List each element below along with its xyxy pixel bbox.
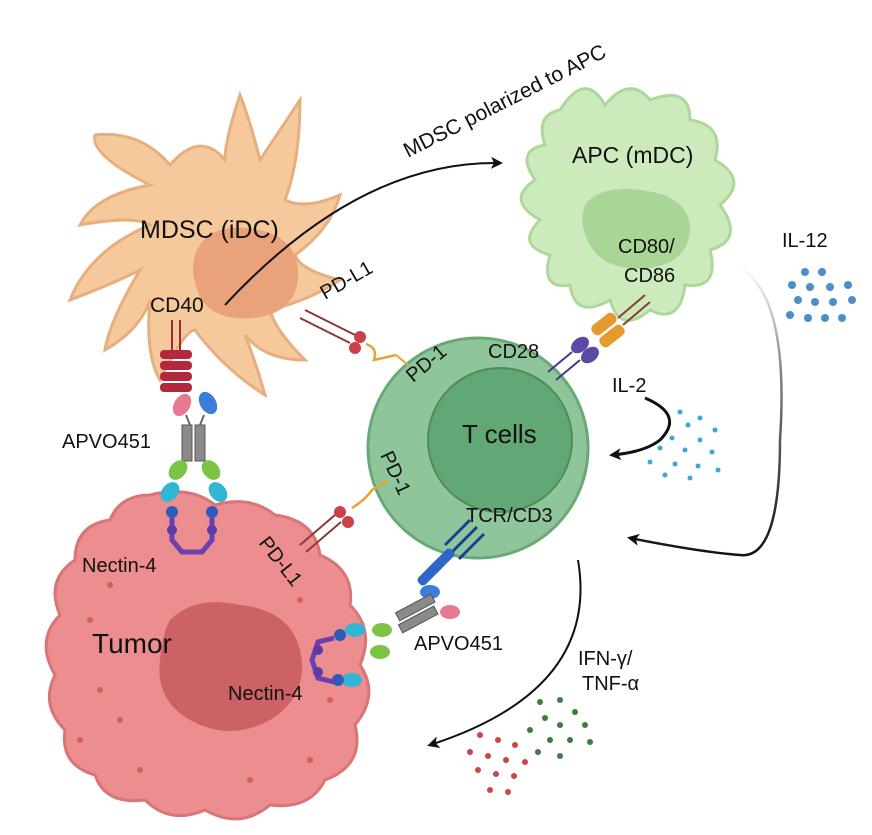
apc-label: APC (mDC) (572, 142, 693, 168)
tcell-label: T cells (462, 419, 537, 449)
il2-arrow (609, 396, 671, 461)
il2-dots (647, 409, 721, 481)
polarization-arrow (224, 156, 503, 306)
cd80-cd28 (547, 294, 651, 381)
tcr-label: TCR/CD3 (466, 505, 553, 527)
tumor-spots (77, 582, 333, 783)
pdl1-pd1-top (299, 309, 409, 366)
tnf-dots (467, 732, 528, 795)
mdsc-cell (67, 90, 344, 399)
nectin-top-label: Nectin-4 (82, 555, 156, 577)
tcr-cd3-complex (417, 518, 486, 586)
apvo-top-label: APVO451 (62, 431, 151, 453)
nectin4-top (166, 506, 218, 555)
apvo-bottom-label: APVO451 (414, 633, 503, 655)
cd86-label: CD86 (624, 265, 675, 287)
nectin4-bottom (309, 629, 346, 686)
il2-label: IL-2 (612, 375, 646, 397)
pdl1-top-label: PD-L1 (317, 257, 377, 304)
apc-cell (519, 87, 736, 322)
cd40-receptor (160, 320, 192, 392)
apc-nucleus (582, 189, 690, 269)
cytokine-arrow (427, 559, 582, 748)
cd80-label: CD80/ (618, 236, 675, 258)
tumor-nucleus (159, 602, 302, 731)
il12-label: IL-12 (782, 230, 828, 252)
cd28-label: CD28 (488, 341, 539, 363)
nectin-bottom-label: Nectin-4 (228, 683, 302, 705)
cd40-label: CD40 (150, 294, 204, 317)
ifn-dots (527, 697, 593, 759)
t-cell-inner (427, 367, 573, 513)
tumor-cell (44, 490, 371, 821)
ifn-label: IFN-γ/ (578, 648, 633, 670)
pdl1-pd1-bottom (299, 478, 389, 553)
tumor-label: Tumor (92, 628, 172, 659)
il12-arrow (627, 263, 783, 557)
mdsc-label: MDSC (iDC) (140, 216, 279, 244)
apvo451-bottom-molecule (342, 585, 460, 687)
il12-dots (786, 268, 856, 322)
t-cell (366, 336, 590, 560)
mdsc-nucleus (193, 227, 299, 319)
tnf-label: TNF-α (582, 673, 639, 695)
apvo451-top-molecule (160, 391, 228, 502)
